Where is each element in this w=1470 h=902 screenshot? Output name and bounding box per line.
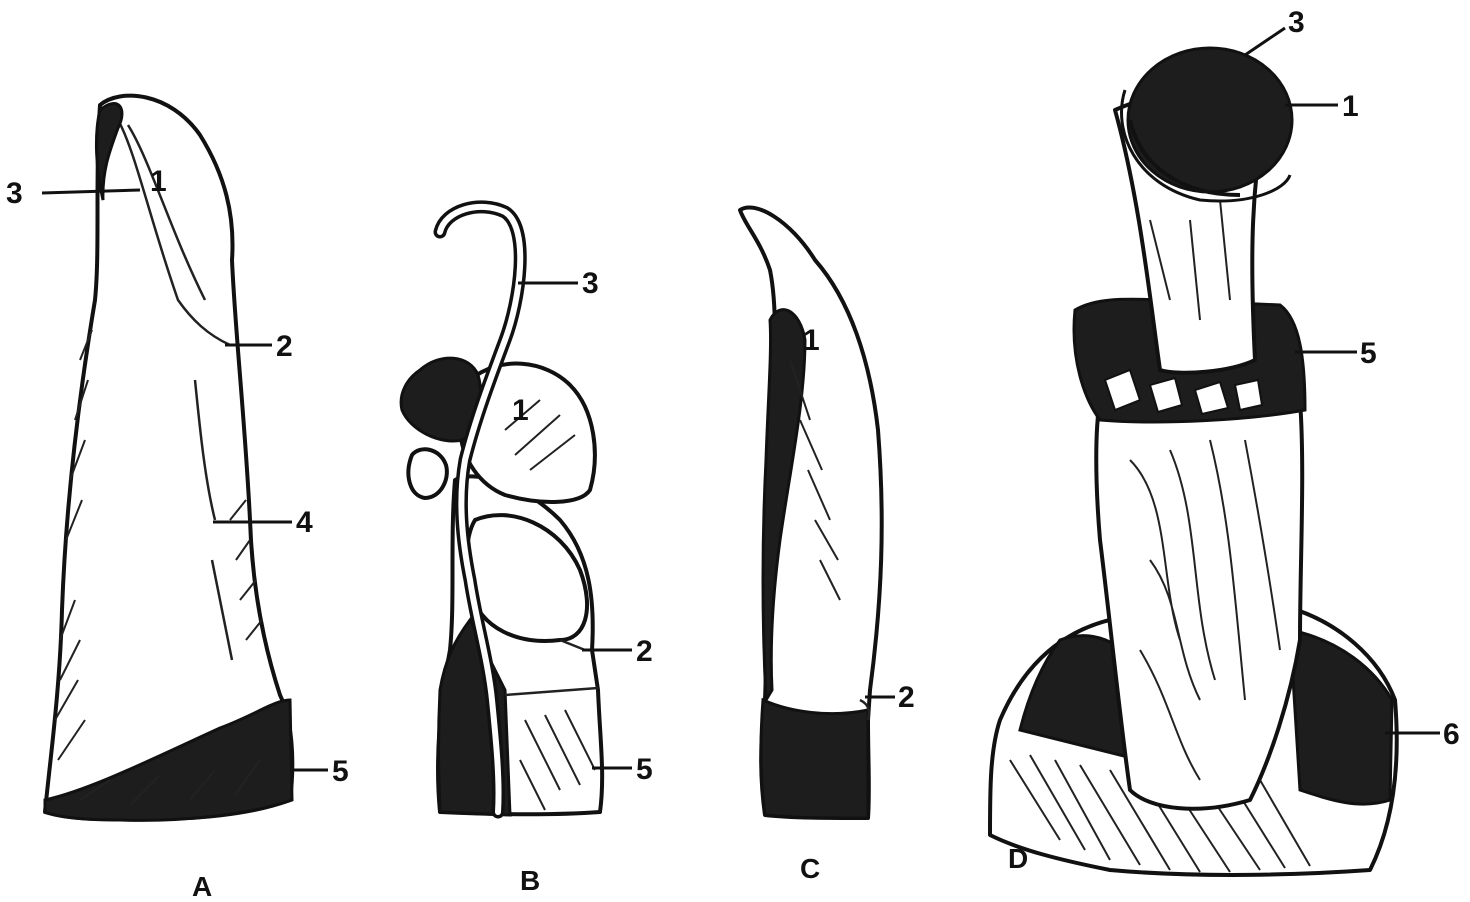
callout-a-5: 5 — [332, 755, 349, 788]
panel-b-drawing — [401, 207, 602, 815]
callout-a-1: 1 — [150, 165, 167, 198]
callout-d-6: 6 — [1443, 718, 1460, 751]
callout-b-2: 2 — [636, 635, 653, 668]
panel-label-d: D — [1008, 843, 1028, 874]
panel-label-b: B — [520, 865, 540, 896]
callout-a-3: 3 — [6, 177, 23, 210]
callout-d-1: 1 — [1342, 90, 1359, 123]
callout-c-1: 1 — [803, 324, 820, 357]
callout-b-1: 1 — [512, 394, 529, 427]
panel-d-drawing — [990, 48, 1397, 875]
callout-a-2: 2 — [276, 330, 293, 363]
callout-b-5: 5 — [636, 753, 653, 786]
callout-d-5: 5 — [1360, 337, 1377, 370]
panel-label-a: A — [192, 871, 212, 902]
callout-b-3: 3 — [582, 267, 599, 300]
callout-a-4: 4 — [296, 506, 313, 539]
panel-c-drawing — [740, 207, 882, 818]
panel-a-drawing — [45, 96, 292, 821]
panel-label-c: C — [800, 853, 820, 884]
callout-d-3: 3 — [1288, 6, 1305, 39]
callout-c-2: 2 — [898, 681, 915, 714]
leader-d-3 — [1245, 28, 1285, 55]
